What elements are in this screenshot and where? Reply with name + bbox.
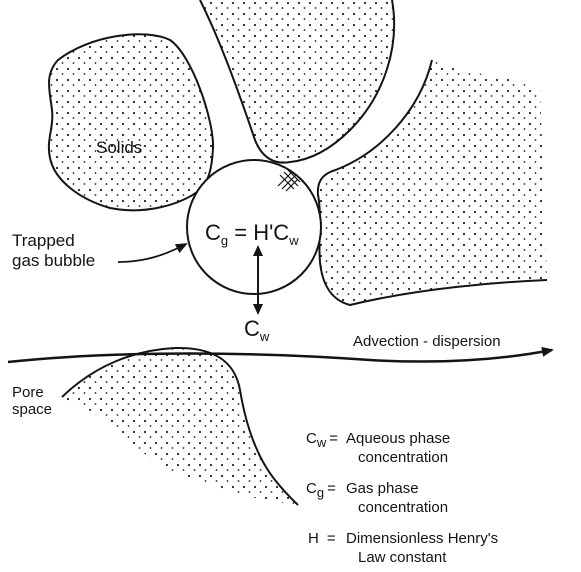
solids-label: Solids bbox=[96, 138, 142, 157]
legend-cw-line2: concentration bbox=[358, 449, 448, 466]
solid-grain-top-center bbox=[200, 0, 394, 163]
bubble-equation: Cg = H'Cw bbox=[205, 220, 299, 248]
legend-h-symbol: H= bbox=[308, 530, 336, 547]
legend-cg-line2: concentration bbox=[358, 499, 448, 516]
solid-grain-bottom bbox=[62, 348, 298, 505]
advection-label: Advection - dispersion bbox=[353, 333, 501, 350]
cw-label: Cw bbox=[244, 316, 270, 344]
legend: Cw= Aqueous phase concentration Cg= Gas … bbox=[306, 430, 498, 566]
legend-cw-line1: Aqueous phase bbox=[346, 430, 450, 447]
legend-h-line1: Dimensionless Henry's bbox=[346, 530, 498, 547]
legend-cw-symbol: Cw= bbox=[306, 430, 338, 450]
trapped-label-line2: gas bubble bbox=[12, 251, 95, 270]
legend-cg-symbol: Cg= bbox=[306, 480, 336, 500]
pore-label-line2: space bbox=[12, 401, 52, 418]
trapped-label-line1: Trapped bbox=[12, 231, 75, 250]
legend-h-line2: Law constant bbox=[358, 549, 447, 566]
legend-cg-line1: Gas phase bbox=[346, 480, 419, 497]
solid-grain-top-left bbox=[49, 34, 213, 210]
pore-label-line1: Pore bbox=[12, 384, 44, 401]
flow-arrow bbox=[8, 350, 552, 362]
trapped-pointer-arrow bbox=[118, 244, 186, 262]
